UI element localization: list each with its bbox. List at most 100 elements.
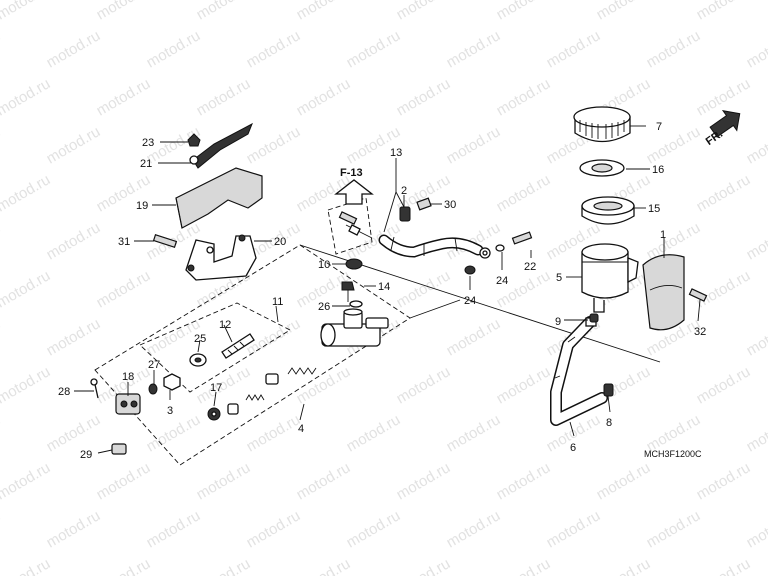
watermark-text: motod.ru	[44, 219, 104, 263]
watermark-text: motod.ru	[494, 363, 554, 407]
reference-arrow-label: F-13	[340, 167, 363, 179]
watermark-text: motod.ru	[0, 267, 53, 311]
bolt-32	[688, 288, 708, 302]
switch-18	[115, 393, 141, 415]
watermark-text: motod.ru	[744, 219, 768, 263]
callout-16: 16	[652, 164, 664, 176]
clutch-line	[345, 224, 491, 259]
watermark-text: motod.ru	[494, 459, 554, 503]
leader-lines	[74, 125, 701, 454]
pushrod-12	[221, 333, 255, 359]
watermark-text: motod.ru	[244, 123, 304, 167]
callout-23: 23	[142, 137, 154, 149]
watermark-text: motod.ru	[494, 0, 554, 23]
watermark-text: motod.ru	[94, 0, 154, 23]
callout-9: 9	[555, 316, 561, 328]
watermark-text: motod.ru	[294, 459, 354, 503]
callout-10: 10	[318, 259, 330, 271]
watermark-text: motod.ru	[744, 507, 768, 551]
watermark-text: motod.ru	[394, 363, 454, 407]
watermark-text: motod.ru	[44, 507, 104, 551]
watermark-text: motod.ru	[744, 315, 768, 359]
line-joint-2	[399, 206, 411, 222]
watermark-text: motod.ru	[494, 171, 554, 215]
hose-clip-9	[589, 313, 599, 323]
watermark-text: motod.ru	[594, 459, 654, 503]
watermark-text: motod.ru	[394, 0, 454, 23]
screw-29	[111, 443, 127, 455]
watermark-text: motod.ru	[0, 411, 3, 455]
callout-15: 15	[648, 203, 660, 215]
watermark-text: motod.ru	[44, 27, 104, 71]
callout-17: 17	[210, 382, 222, 394]
watermark-text: motod.ru	[444, 315, 504, 359]
watermark-text: motod.ru	[744, 27, 768, 71]
watermark-text: motod.ru	[694, 0, 754, 23]
watermark-text: motod.ru	[0, 0, 53, 23]
callout-22: 22	[524, 261, 536, 273]
bolt-22	[511, 231, 533, 245]
watermark-text: motod.ru	[744, 411, 768, 455]
callout-29: 29	[80, 449, 92, 461]
callout-18: 18	[122, 371, 134, 383]
heat-guard-19	[175, 167, 263, 229]
callout-28: 28	[58, 386, 70, 398]
watermark-text: motod.ru	[44, 315, 104, 359]
callout-1: 1	[660, 229, 666, 241]
watermark-text: motod.ru	[244, 411, 304, 455]
watermark-text: motod.ru	[694, 363, 754, 407]
reservoir-cover	[642, 254, 685, 331]
callout-24-upper: 24	[496, 275, 508, 287]
callout-24-lower: 24	[464, 295, 476, 307]
callout-32: 32	[694, 326, 706, 338]
watermark-text: motod.ru	[294, 75, 354, 119]
seal-10	[345, 258, 363, 270]
watermark-text: motod.ru	[0, 171, 53, 215]
watermark-text: motod.ru	[344, 123, 404, 167]
washer-27	[148, 383, 158, 395]
watermark-text: motod.ru	[0, 75, 53, 119]
watermark-text: motod.ru	[194, 555, 254, 576]
boot-25	[189, 353, 207, 367]
watermark-text: motod.ru	[0, 219, 3, 263]
callout-13: 13	[390, 147, 402, 159]
callout-4: 4	[298, 423, 304, 435]
watermark-text: motod.ru	[144, 27, 204, 71]
watermark-text: motod.ru	[0, 363, 53, 407]
nut-3	[163, 373, 181, 391]
bolt-f13	[338, 211, 358, 225]
watermark-text: motod.ru	[694, 171, 754, 215]
watermark-text: motod.ru	[0, 27, 3, 71]
callout-14: 14	[378, 281, 390, 293]
watermark-text: motod.ru	[594, 555, 654, 576]
watermark-text: motod.ru	[94, 459, 154, 503]
watermark-text: motod.ru	[494, 555, 554, 576]
watermark-text: motod.ru	[94, 75, 154, 119]
callout-7: 7	[656, 121, 662, 133]
callout-labels: 7 16 15 1 5 9 6 8 32 13 2 30 22 24 24 10…	[58, 121, 706, 461]
watermark-text: motod.ru	[344, 27, 404, 71]
watermark-text: motod.ru	[344, 507, 404, 551]
diaphragm	[581, 196, 635, 225]
watermark-text: motod.ru	[544, 507, 604, 551]
watermark-text: motod.ru	[294, 363, 354, 407]
watermark-text: motod.ru	[194, 75, 254, 119]
bracket-20	[185, 234, 257, 281]
callout-30: 30	[444, 199, 456, 211]
washer-24b	[464, 265, 476, 275]
callout-26: 26	[318, 301, 330, 313]
washer-17	[207, 407, 221, 421]
oring-26	[349, 300, 363, 308]
callout-5: 5	[556, 272, 562, 284]
reservoir-cap	[573, 106, 631, 143]
watermark-text: motod.ru	[694, 459, 754, 503]
callout-3: 3	[167, 405, 173, 417]
watermark-text: motod.ru	[694, 267, 754, 311]
watermark-text: motod.ru	[194, 459, 254, 503]
callout-11: 11	[272, 296, 283, 308]
watermark-text: motod.ru	[194, 0, 254, 23]
callout-20: 20	[274, 236, 286, 248]
callout-31: 31	[118, 236, 130, 248]
watermark-text: motod.ru	[0, 459, 53, 503]
